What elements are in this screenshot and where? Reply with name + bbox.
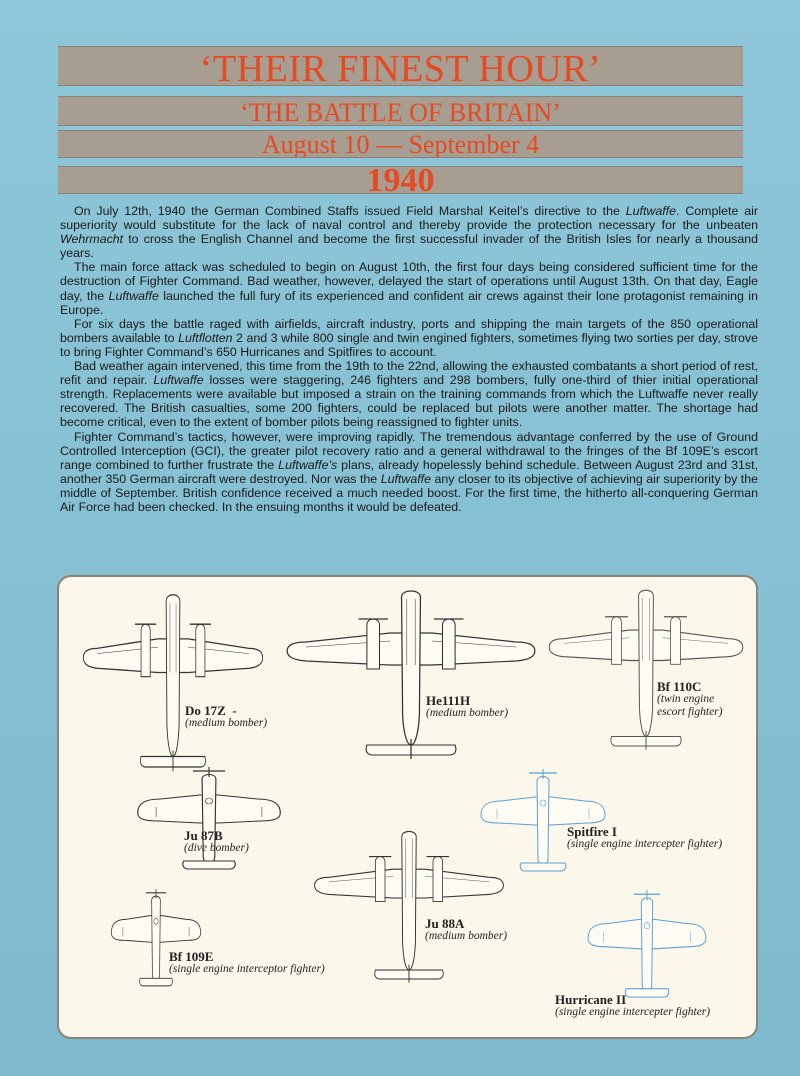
do17z-name: Do 17Z: [185, 703, 226, 718]
story-paragraph: Bad weather again intervened, this time …: [60, 359, 758, 429]
text-run: Fighter Command’s tactics, however, were…: [60, 429, 758, 472]
text-run: losses were staggering, 246 fighters and…: [60, 373, 758, 430]
hurricane-name: Hurricane II: [555, 992, 627, 1007]
he111h-desc: (medium bomber): [426, 707, 509, 719]
bf110c-desc: (twin engine: [657, 693, 715, 705]
aircraft-drawings: [82, 589, 744, 998]
text-run: The main force attack was scheduled to b…: [60, 260, 758, 303]
year-label: 1940: [366, 166, 435, 194]
ju88a-label: Ju 88A (medium bomber): [425, 917, 507, 943]
he111h-drawing: [286, 590, 536, 760]
bf110c-desc2: escort fighter): [657, 706, 723, 718]
text-run: . Complete air superiority would substit…: [60, 204, 758, 233]
page-title: ‘THEIR FINEST HOUR’: [199, 48, 602, 86]
do17z-note: -: [232, 703, 237, 718]
italic-term: Luftwaffe: [625, 204, 677, 218]
dates-band: August 10 — September 4: [58, 130, 743, 158]
italic-term: Wehrmacht: [60, 232, 124, 247]
hurricane-label: Hurricane II (single engine intercepter …: [555, 993, 710, 1019]
ju87b-label: Ju 87B (dive bomber): [184, 829, 249, 855]
spitfire-label: Spitfire I (single engine intercepter fi…: [567, 825, 722, 851]
italic-term: Luftwaffe’s: [278, 457, 338, 472]
he111h-label: He111H (medium bomber): [426, 694, 508, 720]
spitfire-drawing: [480, 768, 606, 872]
year-band: 1940: [58, 166, 743, 194]
spitfire-desc: (single engine intercepter fighter): [567, 838, 723, 850]
bf109e-name: Bf 109E: [169, 949, 214, 964]
story-paragraph: On July 12th, 1940 the German Combined S…: [60, 204, 758, 260]
bf109e-desc: (single engine interceptor fighter): [169, 963, 325, 975]
aircraft-panel: Do 17Z - (medium bomber) He111H (medium …: [57, 575, 758, 1039]
story-paragraph: The main force attack was scheduled to b…: [60, 260, 758, 316]
page-subtitle: ‘THE BATTLE OF BRITAIN’: [240, 98, 561, 126]
ju88a-desc: (medium bomber): [425, 930, 508, 942]
italic-term: Luftflotten: [178, 330, 233, 345]
text-run: For six days the battle raged with airfi…: [60, 316, 758, 345]
hurricane-desc: (single engine intercepter fighter): [555, 1006, 711, 1018]
story-paragraph: Fighter Command’s tactics, however, were…: [60, 430, 758, 515]
italic-term: Luftwaffe: [108, 288, 159, 303]
italic-term: Luftwaffe: [380, 471, 431, 486]
text-run: any closer to its objective of achieving…: [60, 471, 758, 514]
text-run: Bad weather again intervened, this time …: [60, 359, 758, 388]
title-band: ‘THEIR FINEST HOUR’: [58, 46, 743, 86]
do17z-label: Do 17Z - (medium bomber): [185, 704, 267, 730]
story-text: On July 12th, 1940 the German Combined S…: [60, 204, 758, 514]
text-run: plans, already hopelessly behind schedul…: [60, 457, 759, 486]
bf109e-label: Bf 109E (single engine interceptor fight…: [169, 950, 325, 976]
text-run: to cross the English Channel and become …: [60, 232, 758, 261]
he111h-name: He111H: [426, 693, 471, 708]
do17z-desc: (medium bomber): [185, 717, 268, 729]
ju87b-name: Ju 87B: [184, 828, 223, 843]
ju88a-name: Ju 88A: [425, 916, 465, 931]
do17z-drawing: [82, 594, 264, 772]
date-range: August 10 — September 4: [261, 130, 540, 158]
bf110c-drawing: [548, 589, 744, 751]
bf110c-name: Bf 110C: [657, 679, 702, 694]
italic-term: Luftwaffe: [153, 373, 204, 388]
spitfire-name: Spitfire I: [567, 824, 617, 839]
subtitle-band: ‘THE BATTLE OF BRITAIN’: [58, 96, 743, 126]
text-run: 2 and 3 while 800 single and twin engine…: [60, 330, 758, 359]
story-paragraph: For six days the battle raged with airfi…: [60, 317, 758, 359]
ju88a-drawing: [314, 830, 504, 984]
text-run: launched the full fury of its experience…: [60, 288, 758, 317]
bf110c-label: Bf 110C (twin engine escort fighter): [657, 680, 722, 719]
hurricane-drawing: [587, 889, 707, 998]
ju87b-desc: (dive bomber): [184, 842, 249, 854]
text-run: On July 12th, 1940 the German Combined S…: [74, 204, 626, 218]
